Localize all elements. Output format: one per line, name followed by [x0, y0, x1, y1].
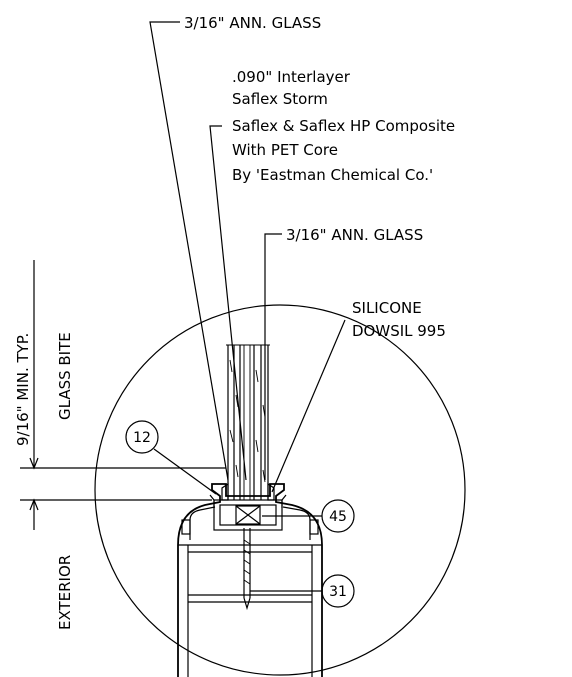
leader-lines [149, 21, 346, 592]
laminated-glass-unit [226, 344, 270, 500]
silicone-label-2: DOWSIL 995 [352, 322, 446, 340]
silicone-label-1: SILICONE [352, 299, 422, 317]
interlayer-line-1: .090" Interlayer [232, 68, 351, 86]
setting-block [235, 505, 261, 525]
callout-12-text: 12 [133, 430, 151, 446]
bite-dimension-label: 9/16" MIN. TYP. [14, 333, 32, 446]
interlayer-line-2: Saflex Storm [232, 90, 328, 108]
callout-12: 12 [125, 420, 159, 454]
callout-31: 31 [321, 574, 355, 608]
callout-45-text: 45 [329, 509, 347, 525]
gaskets [209, 482, 287, 508]
interlayer-line-3: Saflex & Saflex HP Composite [232, 117, 455, 135]
outer-glass-label: 3/16" ANN. GLASS [184, 14, 321, 32]
interlayer-line-5: By 'Eastman Chemical Co.' [232, 166, 433, 184]
interlayer-line-4: With PET Core [232, 141, 338, 159]
exterior-label: EXTERIOR [56, 555, 74, 630]
inner-glass-label: 3/16" ANN. GLASS [286, 226, 423, 244]
glass-bite-label: GLASS BITE [56, 332, 74, 420]
callout-45: 45 [321, 499, 355, 533]
screw [243, 528, 251, 611]
detail-circle [94, 304, 466, 676]
callout-31-text: 31 [329, 584, 347, 600]
glass-bite-dimension [20, 260, 226, 530]
